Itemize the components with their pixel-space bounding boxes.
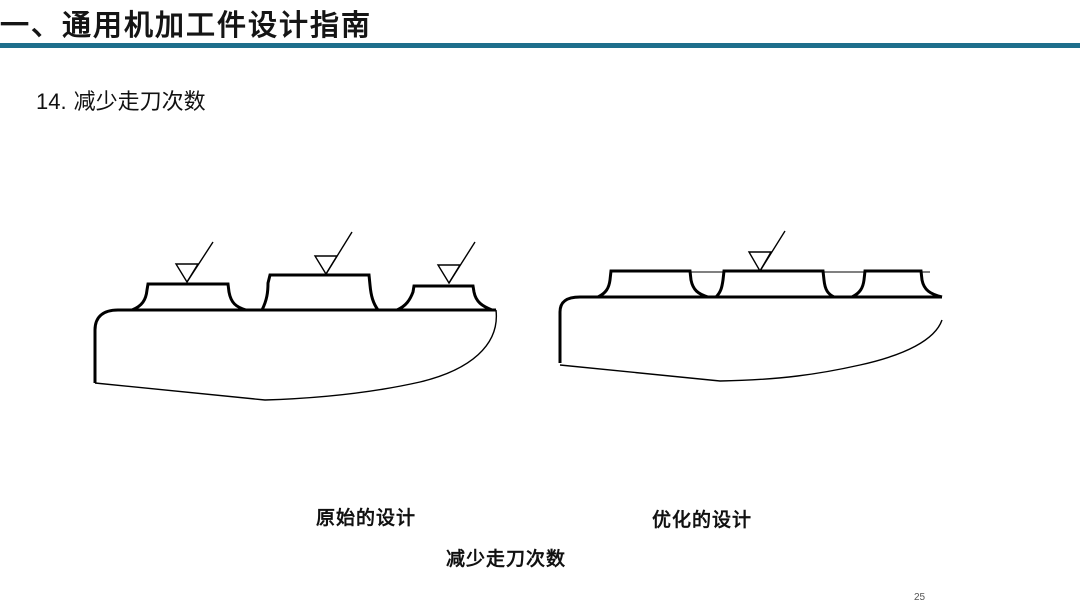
- optimized-pad-1: [597, 269, 709, 299]
- original-design-drawing: [93, 231, 497, 401]
- optimized-design-caption: 优化的设计: [652, 509, 753, 531]
- optimized-pad-2: [714, 269, 835, 299]
- surface-finish-symbol: [174, 241, 214, 284]
- section-heading: 14. 减少走刀次数: [36, 84, 206, 116]
- surface-finish-symbol: [747, 230, 786, 273]
- original-pad-1: [131, 282, 247, 312]
- section-title: 减少走刀次数: [73, 90, 206, 115]
- original-design-caption: 原始的设计: [316, 507, 417, 529]
- title-divider: [0, 43, 1080, 48]
- page-title: 一、通用机加工件设计指南: [0, 8, 373, 42]
- original-part-body-curve: [94, 309, 497, 401]
- original-pad-2: [260, 273, 380, 311]
- surface-finish-symbol: [313, 231, 353, 276]
- optimized-part-body: [558, 295, 942, 363]
- optimized-part-body-curve: [559, 319, 943, 382]
- original-pad-3: [396, 284, 493, 312]
- original-part-body: [93, 308, 496, 383]
- surface-finish-symbol: [436, 241, 476, 285]
- optimized-design-drawing: [558, 230, 943, 382]
- optimized-pad-3: [851, 269, 943, 299]
- page-number: 25: [914, 592, 926, 603]
- section-number: 14.: [36, 89, 67, 114]
- figure-caption: 减少走刀次数: [446, 548, 567, 570]
